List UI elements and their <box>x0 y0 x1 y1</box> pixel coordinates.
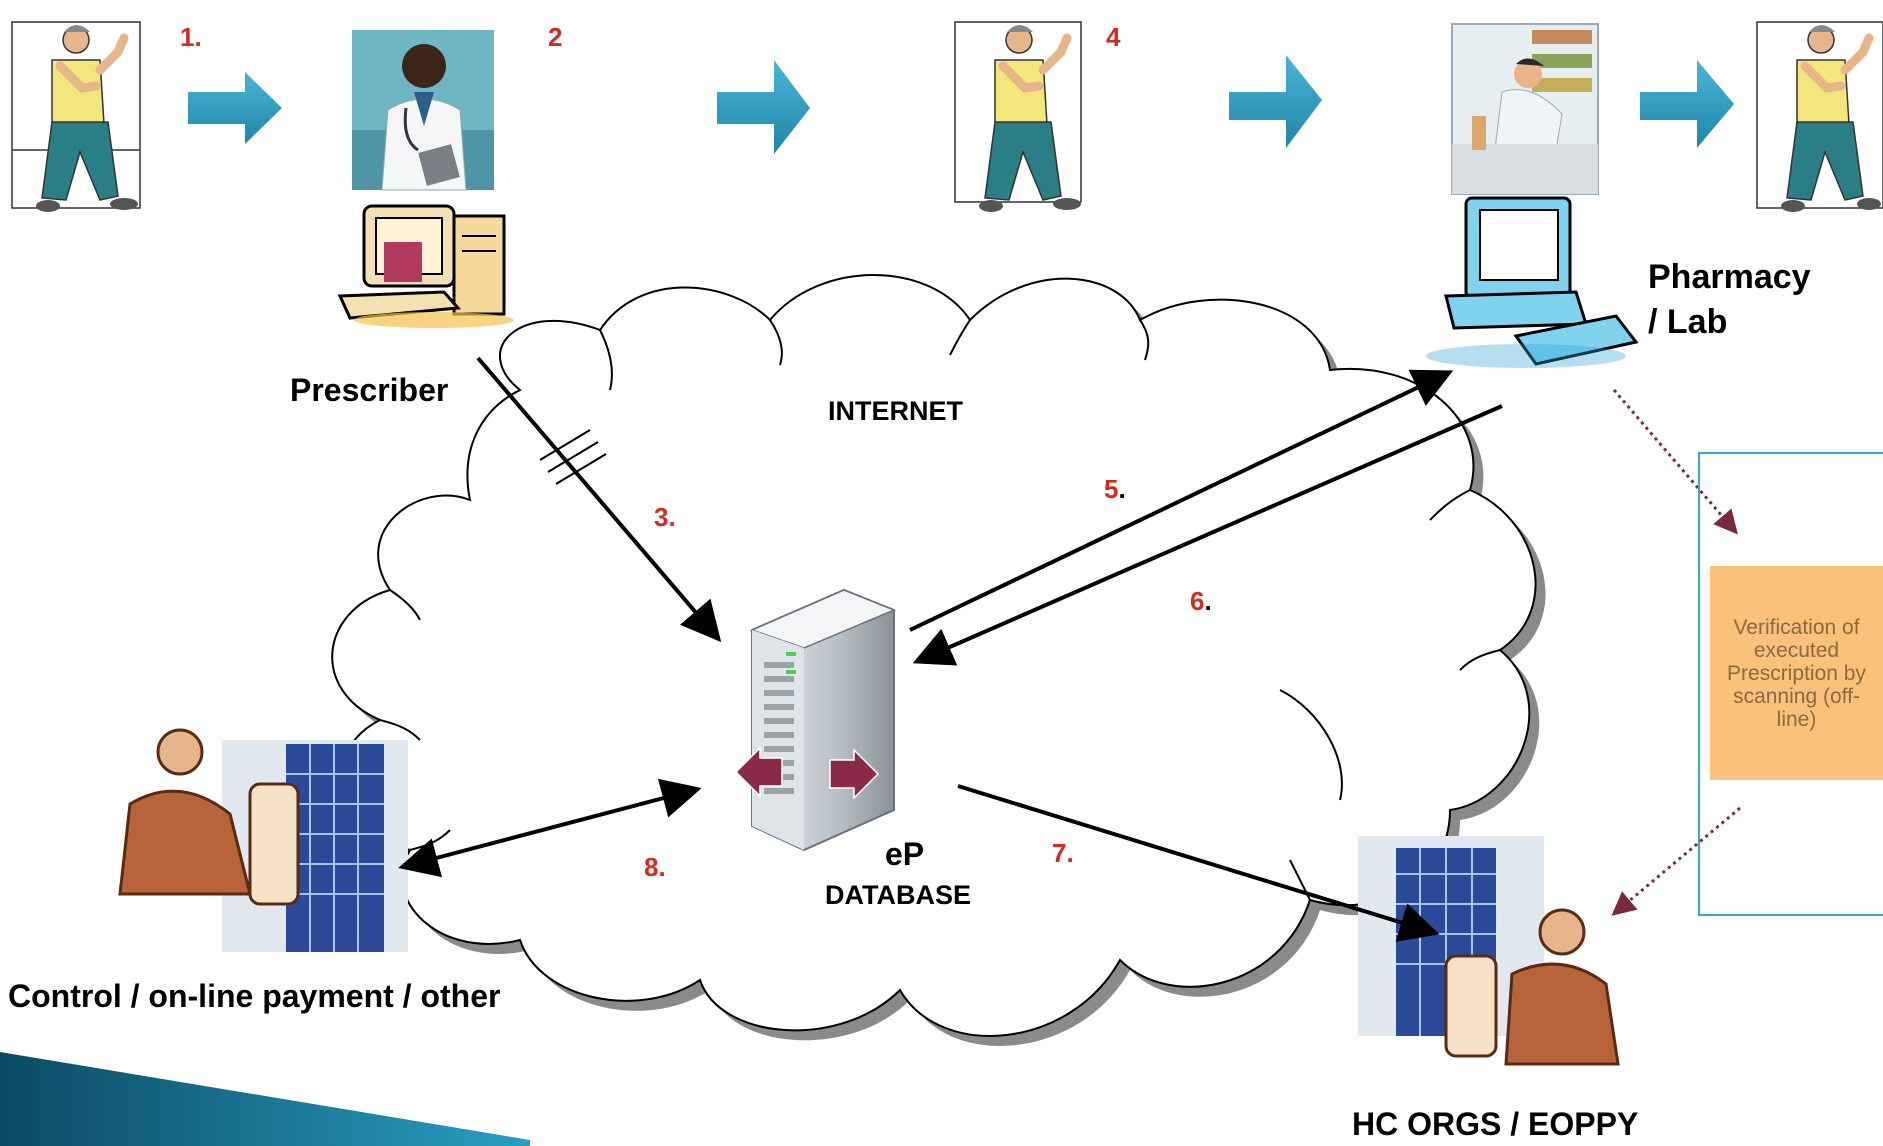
db-arrow-left <box>734 746 783 798</box>
control-label: Control / on-line payment / other <box>8 978 501 1014</box>
step-1: 1. <box>180 22 202 52</box>
prescriber-label: Prescriber <box>290 372 449 408</box>
step-2: 2 <box>548 22 563 52</box>
step-5: 5. <box>1104 474 1126 504</box>
db-label-line2: DATABASE <box>825 880 971 910</box>
dotted-arrow-to-hc-orgs <box>1611 806 1741 916</box>
internet-label: INTERNET <box>828 396 963 426</box>
step-3: 3. <box>654 502 676 532</box>
step-6: 6. <box>1190 586 1212 616</box>
hc-orgs-label: HC ORGS / EOPPY <box>1352 1106 1639 1142</box>
verification-box: Verification of executed Prescription by… <box>1710 566 1883 780</box>
dotted-arrow-to-verification <box>1612 389 1738 535</box>
step-4: 4 <box>1106 22 1121 52</box>
db-label-line1: eP <box>885 836 925 872</box>
verification-text: Verification of executed Prescription by… <box>1727 615 1866 731</box>
arrow-6 <box>912 404 1503 666</box>
pharmacy-label-line1: Pharmacy <box>1648 258 1811 296</box>
arrow-3 <box>476 356 722 643</box>
arrow-8 <box>398 778 702 878</box>
flow-arrow-2 <box>717 60 810 154</box>
verification-frame <box>1698 452 1883 916</box>
flow-arrow-4 <box>1640 60 1734 148</box>
flow-arrow-1 <box>188 72 282 144</box>
doctor-icon <box>352 30 494 191</box>
pharmacy-label-line2: / Lab <box>1648 303 1728 341</box>
hc-org-worker-icon <box>1358 836 1620 1066</box>
arrow-5 <box>909 369 1454 632</box>
office-worker-icon <box>118 728 408 952</box>
prescriber-computer-icon <box>337 204 514 328</box>
arrow-7 <box>957 784 1440 942</box>
patient-icon <box>1756 21 1883 212</box>
step-7: 7. <box>1052 838 1074 868</box>
pharmacy-computer-icon <box>1426 196 1639 368</box>
decorative-wedge <box>0 1052 530 1146</box>
patient-icon <box>954 21 1082 212</box>
pharmacist-icon <box>1451 23 1599 195</box>
patient-icon <box>11 21 141 212</box>
step-8: 8. <box>644 852 666 882</box>
db-arrow-right <box>829 748 880 800</box>
server-icon <box>749 588 896 852</box>
flow-arrow-3 <box>1229 55 1322 148</box>
